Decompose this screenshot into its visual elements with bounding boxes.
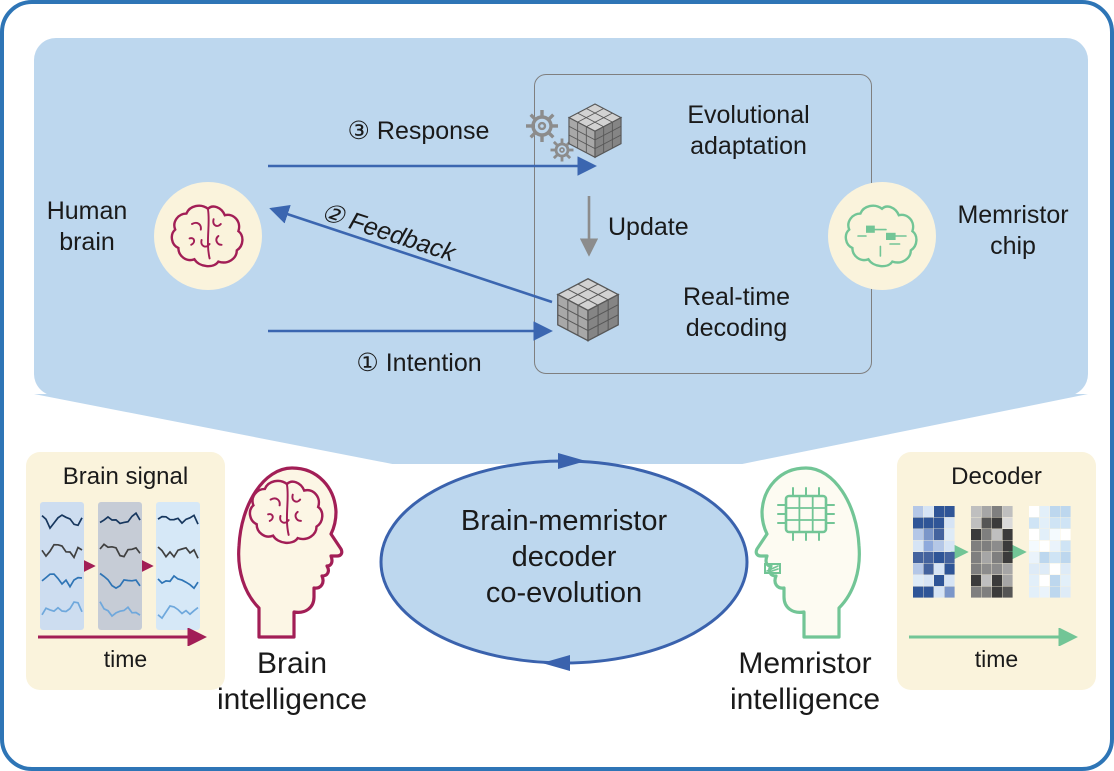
brain-signal-card: Brain signal time	[26, 452, 225, 690]
brain-time-label: time	[103, 646, 148, 672]
cycle-arrow-bottom	[542, 655, 570, 671]
memristor-head-icon	[754, 466, 861, 639]
brain-signal-title: Brain signal	[62, 463, 189, 490]
eeg-waveform	[40, 502, 200, 630]
intention-label: ① Intention	[356, 349, 482, 377]
memristor-chip-label: Memristor chip	[957, 201, 1069, 260]
decoder-time-arrow	[909, 628, 1078, 646]
evolutional-adaptation-label: Evolutional adaptation	[687, 101, 810, 160]
decoder-title: Decoder	[951, 463, 1042, 490]
realtime-decoding-label: Real-time decoding	[683, 283, 790, 342]
evolution-cube-icon	[567, 103, 623, 159]
decoder-time-label: time	[974, 646, 1019, 672]
brain-icon	[170, 204, 244, 268]
decoder-heatmap	[913, 506, 1071, 598]
human-brain-label: Human brain	[46, 197, 128, 256]
co-evolution-label: Brain-memristor decoder co-evolution	[460, 505, 668, 609]
decoder-card: Decoder time	[897, 452, 1096, 690]
decoding-cube-icon	[556, 278, 620, 342]
memristor-intelligence-label: Memristor intelligence	[729, 647, 881, 716]
head-chip-icon	[764, 487, 835, 574]
response-label: ③ Response	[347, 117, 490, 145]
brain-time-arrow	[38, 628, 207, 646]
gears-icon	[526, 110, 574, 162]
memristor-chip-avatar	[828, 182, 936, 290]
brain-head-icon	[237, 466, 344, 639]
cycle-arrow-top	[558, 453, 586, 469]
brain-intelligence-label: Brain intelligence	[216, 647, 368, 716]
update-label: Update	[608, 213, 689, 241]
human-brain-avatar	[154, 182, 262, 290]
memristor-chip-icon	[844, 204, 918, 268]
co-evolution-ellipse	[379, 453, 749, 671]
